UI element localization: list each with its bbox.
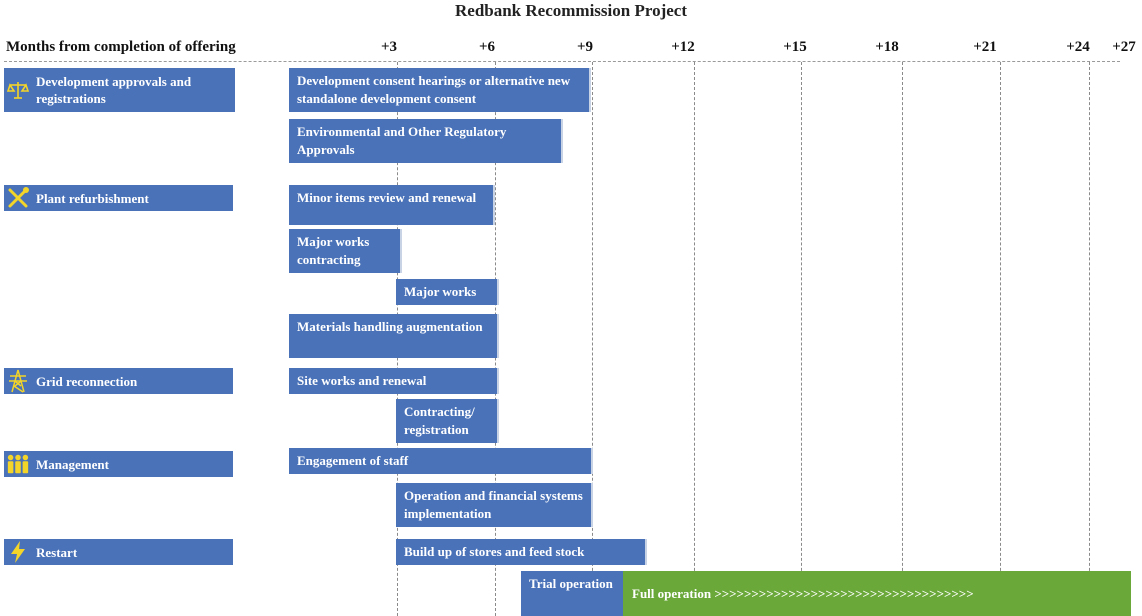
chart-title: Redbank Recommission Project — [455, 1, 687, 20]
category-management: Management — [4, 451, 233, 477]
category-label: Plant refurbishment — [36, 190, 149, 206]
tick-label-27: +27 — [1112, 39, 1136, 55]
pylon-icon — [6, 369, 30, 393]
tick-label-15: +15 — [783, 39, 807, 55]
tick-label-9: +9 — [576, 39, 594, 55]
category-plant-refurbishment: Plant refurbishment — [4, 185, 233, 211]
gridline-18 — [902, 62, 903, 616]
tick-label-18: +18 — [875, 39, 899, 55]
category-label: Management — [36, 456, 109, 472]
tick-label-6: +6 — [478, 39, 496, 55]
scales-icon — [6, 78, 30, 102]
task-major-works-contracting: Major works contracting — [289, 229, 402, 273]
gridline-12 — [694, 62, 695, 616]
category-restart: Restart — [4, 539, 233, 565]
lightning-icon — [6, 540, 30, 564]
people-icon — [6, 452, 30, 476]
task-site-works: Site works and renewal — [289, 368, 499, 394]
gridline-24 — [1089, 62, 1090, 616]
gridline-9 — [592, 62, 593, 616]
tick-label-24: +24 — [1066, 39, 1090, 55]
task-environmental-approvals: Environmental and Other Regulatory Appro… — [289, 119, 563, 163]
gridline-15 — [801, 62, 802, 616]
task-build-up-stores: Build up of stores and feed stock — [396, 539, 647, 565]
axis-label: Months from completion of offering — [6, 39, 236, 55]
category-label: Restart — [36, 544, 78, 560]
task-materials-handling: Materials handling augmentation — [289, 314, 499, 358]
task-engagement-of-staff: Engagement of staff — [289, 448, 593, 474]
task-contracting-registration: Contracting/ registration — [396, 399, 499, 443]
axis-line — [4, 61, 1120, 62]
task-minor-items-review: Minor items review and renewal — [289, 185, 495, 225]
task-development-consent-hearings: Development consent hearings or alternat… — [289, 68, 591, 112]
tick-label-3: +3 — [380, 39, 398, 55]
category-label: Development approvals and registrations — [36, 74, 192, 106]
gridline-21 — [1000, 62, 1001, 616]
task-major-works: Major works — [396, 279, 499, 305]
category-grid-reconnection: Grid reconnection — [4, 368, 233, 394]
task-full-operation: Full operation >>>>>>>>>>>>>>>>>>>>>>>>>… — [623, 571, 1131, 616]
task-trial-operation: Trial operation — [521, 571, 625, 616]
tick-label-21: +21 — [973, 39, 997, 55]
tools-icon — [6, 186, 30, 210]
tick-label-12: +12 — [671, 39, 695, 55]
category-label: Grid reconnection — [36, 373, 138, 389]
category-development-approvals: Development approvals and registrations — [4, 68, 235, 112]
task-operation-financial-systems: Operation and financial systems implemen… — [396, 483, 593, 527]
